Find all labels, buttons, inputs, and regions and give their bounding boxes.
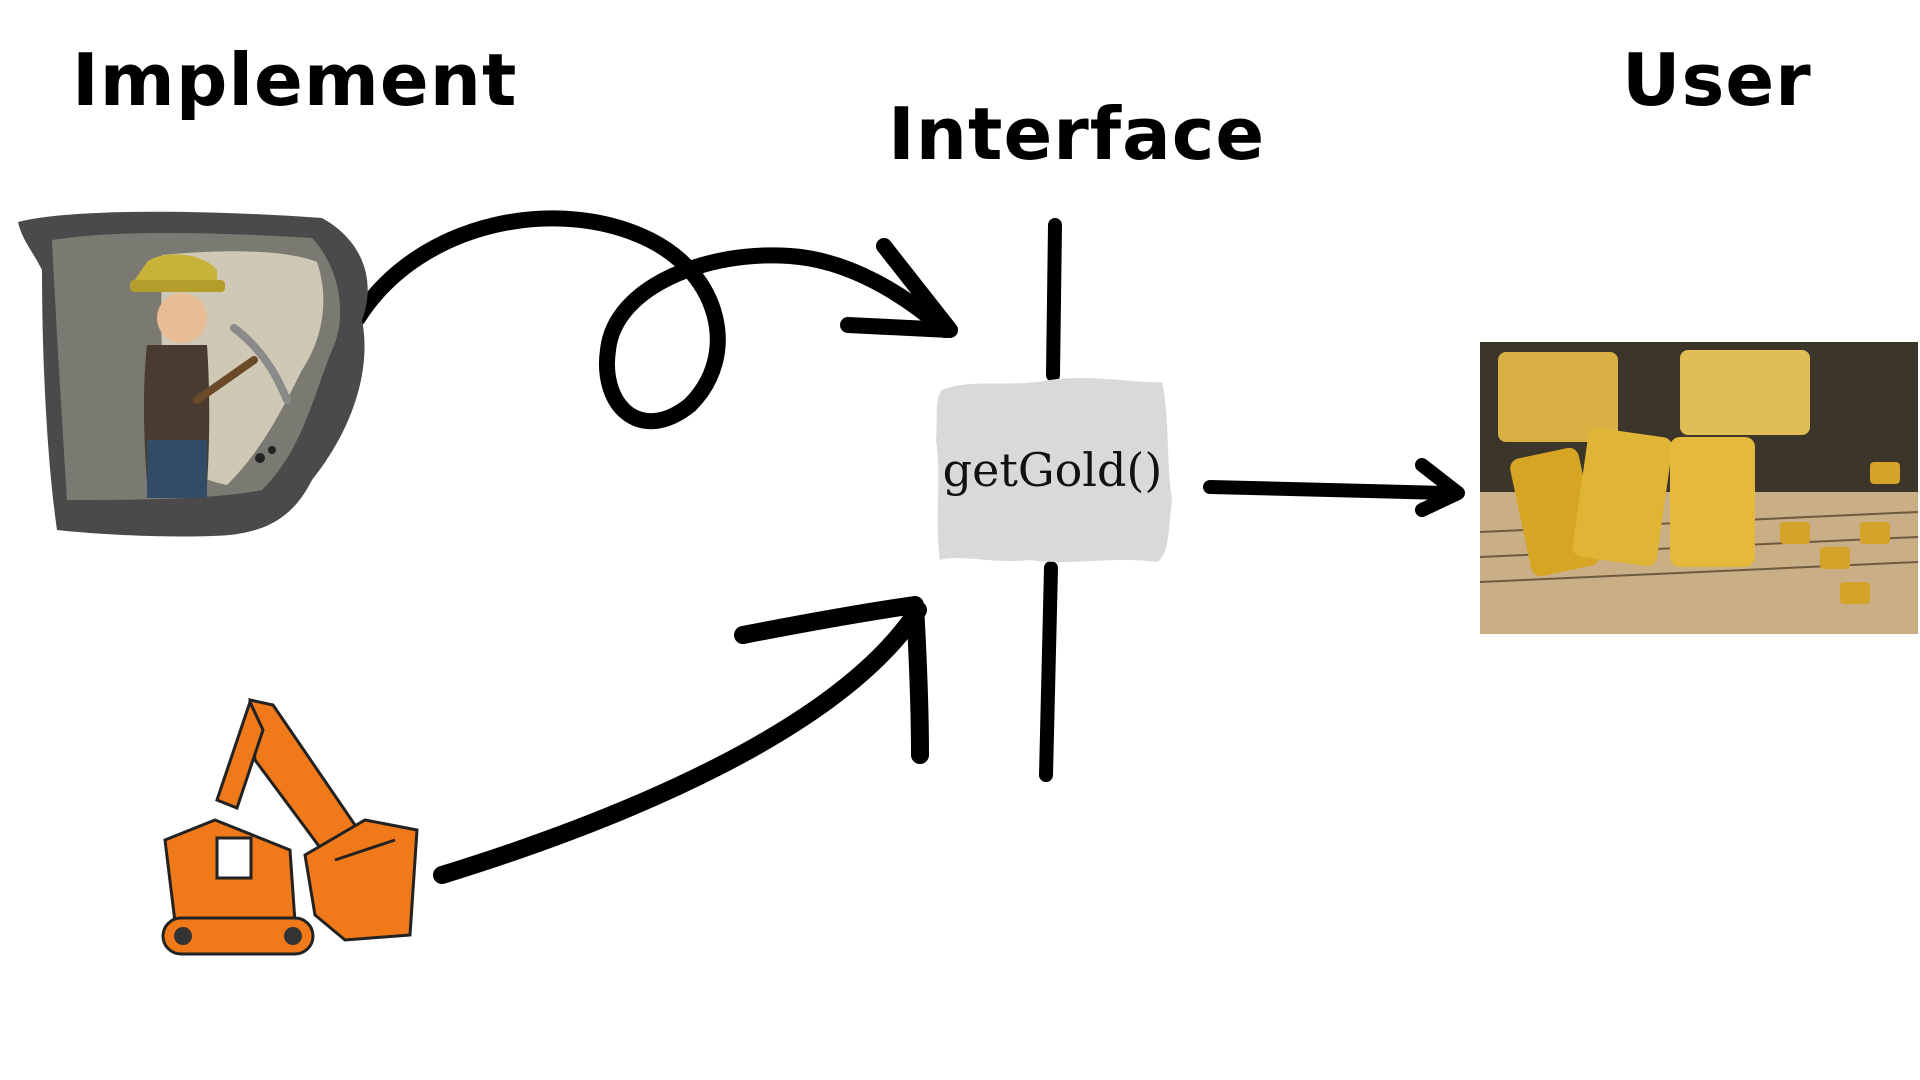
interface-heading: Interface bbox=[888, 92, 1266, 176]
method-label: getGold() bbox=[942, 443, 1163, 497]
method-box: getGold() bbox=[930, 370, 1175, 570]
user-heading: User bbox=[1622, 38, 1812, 122]
excavator-icon bbox=[161, 697, 419, 956]
miner-arrowhead bbox=[840, 238, 958, 338]
interface-to-user-arrow bbox=[1203, 480, 1452, 500]
gold-bars-photo bbox=[1480, 342, 1918, 634]
excavator-arrowhead bbox=[734, 596, 929, 764]
method-box-background bbox=[936, 378, 1172, 562]
miner-with-pickaxe-icon bbox=[18, 211, 368, 537]
excavator-to-interface-arrow bbox=[433, 601, 927, 884]
user-arrowhead bbox=[1415, 458, 1465, 517]
miner-to-interface-arrow bbox=[350, 210, 953, 430]
interface-line-top bbox=[1046, 218, 1062, 382]
implement-heading: Implement bbox=[72, 38, 518, 122]
interface-line-bottom bbox=[1039, 561, 1058, 782]
